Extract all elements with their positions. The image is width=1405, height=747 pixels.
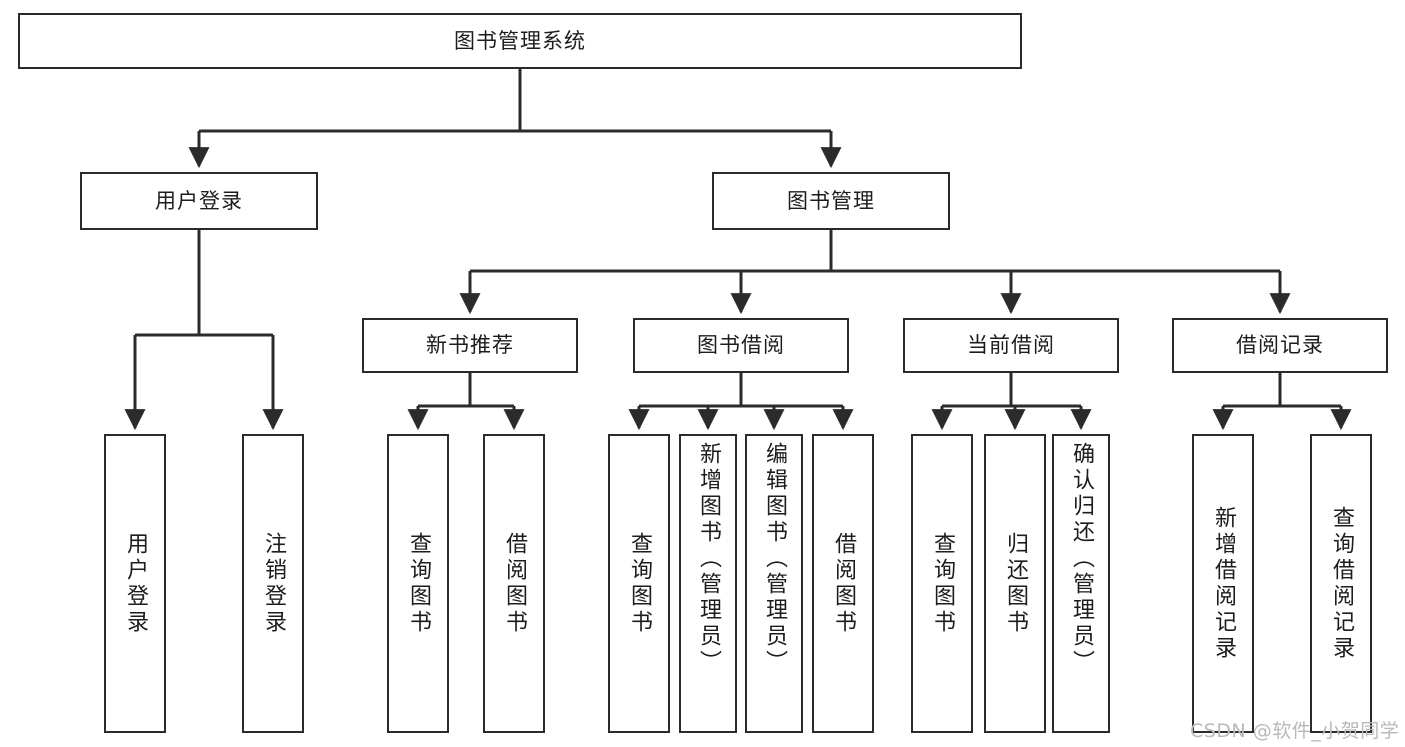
node-leaf-query-book-2[interactable]: 查询图书 <box>608 434 670 733</box>
node-label-leaf-return-book: 归还图书 <box>1003 531 1028 636</box>
node-label-borrow-record: 借阅记录 <box>1236 333 1324 358</box>
node-label-root: 图书管理系统 <box>454 28 586 53</box>
node-leaf-borrow-book-1[interactable]: 借阅图书 <box>483 434 545 733</box>
node-label-leaf-query-book-1: 查询图书 <box>406 531 431 636</box>
node-label-leaf-query-book-3: 查询图书 <box>930 531 955 636</box>
node-leaf-user-logout[interactable]: 注销登录 <box>242 434 304 733</box>
node-user-login[interactable]: 用户登录 <box>80 172 318 230</box>
node-root[interactable]: 图书管理系统 <box>18 13 1022 69</box>
node-leaf-query-record[interactable]: 查询借阅记录 <box>1310 434 1372 733</box>
node-label-new-book-rec: 新书推荐 <box>426 333 514 358</box>
node-borrow-record[interactable]: 借阅记录 <box>1172 318 1388 373</box>
node-label-leaf-borrow-book-1: 借阅图书 <box>502 531 527 636</box>
node-leaf-return-book[interactable]: 归还图书 <box>984 434 1046 733</box>
node-label-leaf-edit-book: 编辑图书（管理员） <box>762 442 787 676</box>
node-new-book-rec[interactable]: 新书推荐 <box>362 318 578 373</box>
node-label-book-manage: 图书管理 <box>787 188 875 213</box>
node-label-user-login: 用户登录 <box>155 188 243 213</box>
node-leaf-query-book-3[interactable]: 查询图书 <box>911 434 973 733</box>
node-label-leaf-user-login: 用户登录 <box>123 531 148 636</box>
node-book-borrow[interactable]: 图书借阅 <box>633 318 849 373</box>
node-label-leaf-query-book-2: 查询图书 <box>627 531 652 636</box>
node-leaf-query-book-1[interactable]: 查询图书 <box>387 434 449 733</box>
node-label-leaf-borrow-book-2: 借阅图书 <box>831 531 856 636</box>
node-label-leaf-add-record: 新增借阅记录 <box>1211 505 1236 662</box>
node-label-book-borrow: 图书借阅 <box>697 333 785 358</box>
node-label-leaf-user-logout: 注销登录 <box>261 531 286 636</box>
node-current-borrow[interactable]: 当前借阅 <box>903 318 1119 373</box>
node-book-manage[interactable]: 图书管理 <box>712 172 950 230</box>
node-label-leaf-query-record: 查询借阅记录 <box>1329 505 1354 662</box>
node-leaf-add-book[interactable]: 新增图书（管理员） <box>679 434 737 733</box>
node-leaf-edit-book[interactable]: 编辑图书（管理员） <box>745 434 803 733</box>
node-leaf-add-record[interactable]: 新增借阅记录 <box>1192 434 1254 733</box>
node-leaf-borrow-book-2[interactable]: 借阅图书 <box>812 434 874 733</box>
csdn-watermark: CSDN @软件_小贺同学 <box>1190 720 1400 742</box>
node-leaf-user-login[interactable]: 用户登录 <box>104 434 166 733</box>
node-leaf-confirm-return[interactable]: 确认归还（管理员） <box>1052 434 1110 733</box>
node-label-leaf-confirm-return: 确认归还（管理员） <box>1069 442 1094 676</box>
node-label-leaf-add-book: 新增图书（管理员） <box>696 442 721 676</box>
node-label-current-borrow: 当前借阅 <box>967 333 1055 358</box>
